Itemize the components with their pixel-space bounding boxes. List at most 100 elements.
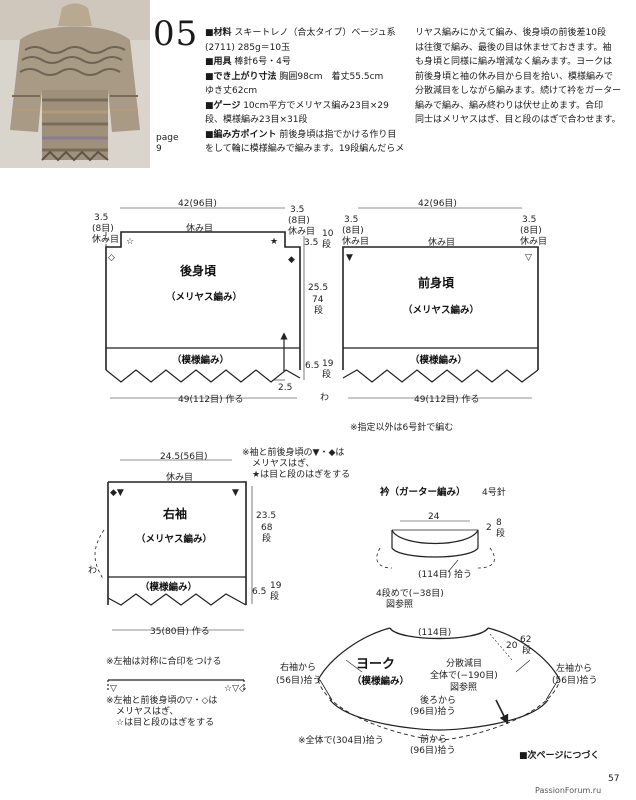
continue-note: ■次ページにつづく [519, 751, 600, 761]
yoke-decrease-ref: 図参照 [450, 681, 477, 693]
watermark: PassionForum.ru [535, 786, 602, 795]
back-right-rest: 休み目 [288, 225, 315, 237]
sleeve-subtitle: （メリヤス編み） [136, 533, 212, 545]
collar-needle: 4号針 [482, 486, 506, 498]
page-ref-label: page [156, 133, 179, 143]
collar-rows-unit: 段 [496, 527, 505, 539]
left-sleeve-mark-left: ▽ [110, 684, 117, 694]
collar-decrease: 4段めで(−38目) [376, 587, 444, 599]
left-sleeve-mini-diagram [107, 679, 245, 690]
front-triangle-filled-mark: ▼ [346, 253, 353, 263]
material-row: ■編み方ポイント 前後身頃は指でかける作り目 [205, 129, 397, 140]
sleeve-rest-label: 休み目 [166, 471, 193, 483]
yoke-left-sleeve: 左袖から [556, 662, 592, 674]
back-right-dim: 3.5 [290, 205, 304, 215]
yoke-back: 後ろから [420, 694, 456, 706]
front-body-diagram [342, 207, 539, 399]
sleeve-pattern: （模様編み） [140, 581, 197, 593]
front-body-title: 前身頃 [418, 275, 455, 290]
back-width-top: 42(96目) [178, 198, 217, 209]
diamond-filled-mark: ◆ [288, 255, 295, 265]
sleeve-rib-height: 6.5 [252, 587, 266, 597]
material-row: ■用具 棒針6号・4号 [205, 57, 291, 67]
star-filled-mark: ★ [270, 237, 278, 247]
sleeve-height-rows-unit: 段 [262, 532, 271, 544]
front-right-rest: 休み目 [520, 235, 547, 247]
front-width-top: 42(96目) [418, 198, 457, 209]
sweater-photo [0, 0, 150, 168]
collar-title: 衿（ガーター編み） [380, 486, 466, 498]
back-body-subtitle: （メリヤス編み） [166, 291, 242, 303]
left-sleeve-marks-right: ☆▽◇ [224, 684, 246, 694]
instructions-notes: リヤス編みにかえて編み、後身頃の前後差10段 は往復で編み、最後の目は休ませてお… [415, 26, 621, 128]
back-height-rows: 74 [312, 295, 324, 305]
yoke-rows: 62 [520, 635, 531, 645]
material-row: (2711) 285g＝10玉 [205, 42, 291, 53]
back-body-marks: ☆ ★ ◇ ◆ [108, 237, 295, 265]
yoke-decrease: 分散減目 [446, 657, 482, 669]
yoke-front-count: (96目)拾う [410, 744, 455, 756]
instruction-line: 同士はメリヤスはぎ、目と段のはぎで合わせます。 [415, 115, 621, 125]
collar-pickup: (114目) 拾う [418, 568, 472, 580]
front-body-pattern: （模様編み） [410, 354, 467, 366]
sleeve-rib-rows-unit: 段 [270, 590, 279, 602]
front-cast-on: 49(112目) 作る [414, 393, 480, 405]
back-right-stitches: (8目) [288, 215, 310, 226]
material-row: ■ゲージ 10cm平方でメリヤス編み23目×29 [205, 100, 389, 111]
yoke-right-sleeve-count: (56目)拾う [276, 674, 321, 686]
sleeve-note1-line3: ★は目と段のはぎをする [252, 468, 350, 480]
sleeve-note3-line1: ※左袖と前後身頃の▽・◇は [106, 694, 217, 706]
page-number: 57 [608, 774, 620, 784]
collar-rows: 8 [496, 518, 502, 528]
sleeve-marks-left: ◆▼ [110, 488, 124, 498]
sleeve-height: 23.5 [256, 511, 276, 521]
material-row: 段、模様編み23目×31段 [205, 115, 308, 125]
back-left-stitches: (8目) [92, 223, 114, 234]
sleeve-note1-line1: ※袖と前後身頃の▼・◆は [242, 446, 344, 458]
back-rib-rows-unit: 段 [322, 368, 331, 380]
yoke-top: (114目) [418, 627, 451, 638]
yoke-front: 前から [420, 733, 447, 745]
front-triangle-outline-mark: ▽ [525, 253, 532, 263]
sleeve-height-rows: 68 [261, 523, 273, 533]
pattern-number: 05 [153, 14, 199, 54]
needle-note: ※指定以外は6号針で編む [350, 421, 453, 433]
star-outline-mark: ☆ [126, 237, 134, 247]
back-rest-label: 休み目 [186, 222, 213, 234]
yoke-height: 20 [506, 641, 518, 651]
page-ref-number: 9 [156, 144, 162, 154]
yoke-diagram [317, 627, 561, 741]
material-row: ゆき丈62cm [205, 86, 258, 96]
back-offset: 2.5 [278, 383, 292, 393]
diamond-outline-mark: ◇ [108, 253, 115, 263]
sleeve-note2: ※左袖は対称に合印をつける [106, 655, 222, 667]
sleeve-note3-line2: メリヤスはぎ、 [116, 705, 179, 717]
yoke-subtitle: （模様編み） [352, 675, 409, 687]
front-right-stitches: (8目) [520, 225, 542, 236]
collar-decrease-ref: 図参照 [386, 598, 413, 610]
sleeve-title: 右袖 [162, 506, 187, 521]
collar-diagram [376, 520, 495, 573]
yoke-right-sleeve: 右袖から [280, 661, 316, 673]
yoke-title: ヨーク [356, 657, 395, 672]
back-rib-rows: 19 [322, 359, 334, 369]
material-row: ■でき上がり寸法 胸囲98cm 着丈55.5cm [205, 71, 384, 82]
back-height-rows-unit: 段 [314, 304, 323, 316]
back-height: 25.5 [308, 283, 328, 293]
back-diff-value: 3.5 [304, 238, 318, 248]
materials-notes: ■材料 スキートレノ（合太タイプ）ベージュ系 (2711) 285g＝10玉 ■… [205, 26, 404, 157]
back-cast-on: 49(112目) 作る [178, 393, 244, 405]
sleeve-mark-right: ▼ [232, 488, 239, 498]
front-body-subtitle: （メリヤス編み） [403, 304, 479, 316]
front-left-rest: 休み目 [342, 235, 369, 247]
instruction-line: 編みで編み、編み終わりは伏せ止めます。合印 [415, 100, 604, 111]
front-right-dim: 3.5 [522, 215, 536, 225]
back-body-diagram [105, 207, 305, 399]
back-wa: わ [320, 392, 329, 403]
back-left-dim: 3.5 [94, 213, 108, 223]
material-row: ■材料 スキートレノ（合太タイプ）ベージュ系 [205, 28, 396, 38]
instruction-line: 前後身頃と袖の休み目から目を拾い、模様編みで [415, 71, 614, 82]
collar-height: 2 [486, 523, 492, 533]
instruction-line: 分散減目をしながら編みます。続けて衿をガーター [415, 86, 622, 96]
